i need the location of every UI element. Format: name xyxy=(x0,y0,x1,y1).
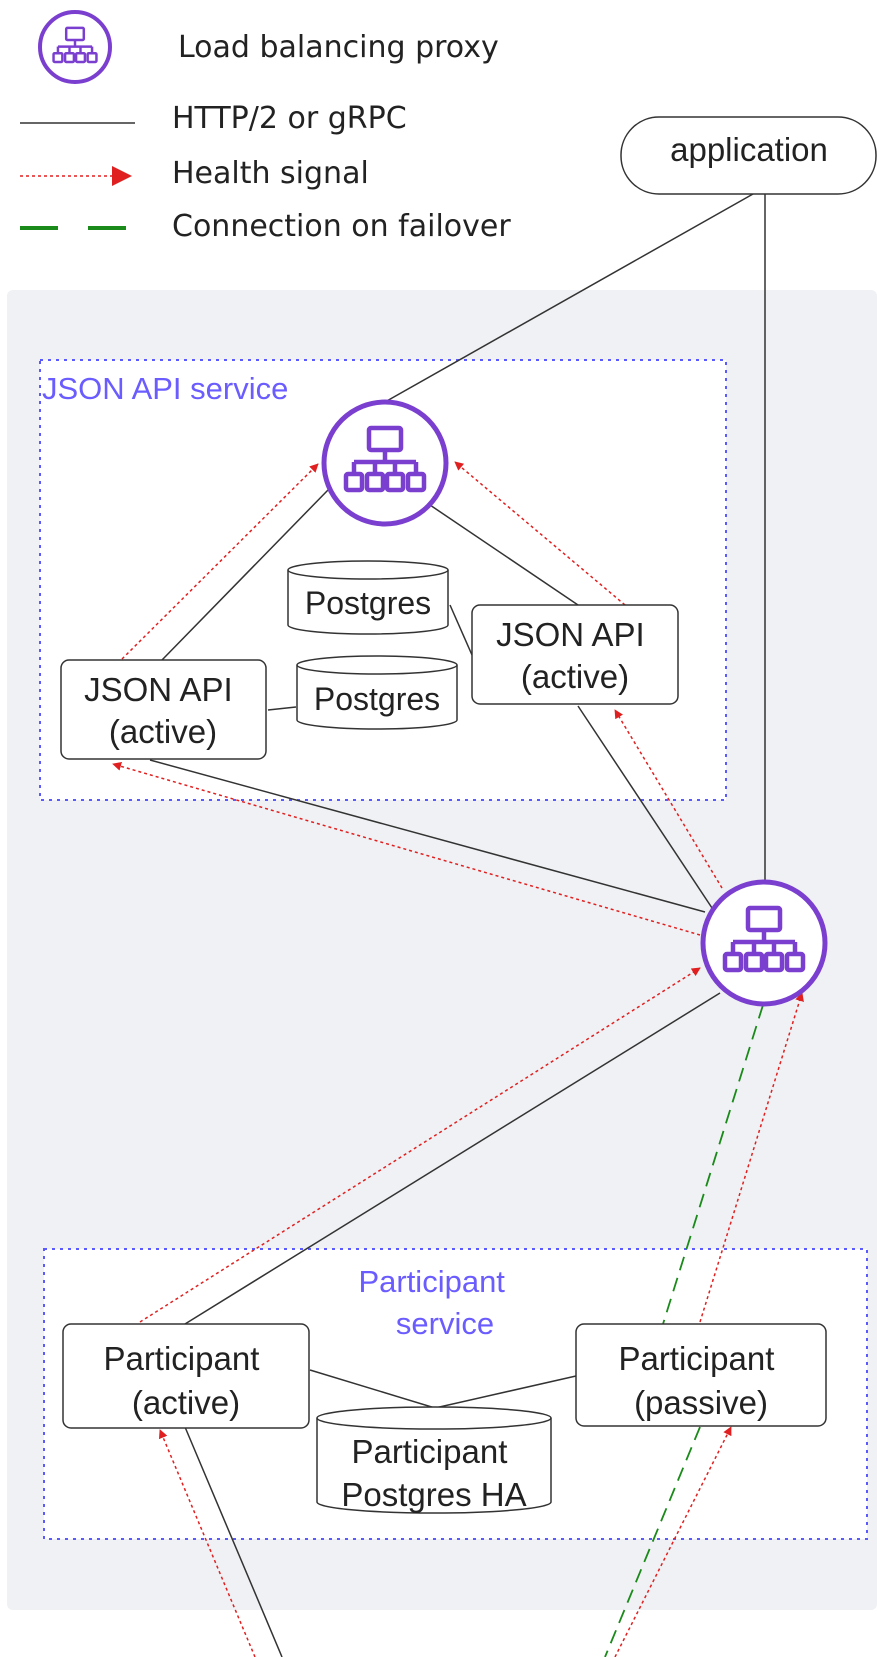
svg-text:Participant (active): Participant (active) xyxy=(103,1340,268,1421)
json-api-right-node: JSON API (active) xyxy=(471,604,679,705)
conn-participant-passive-db xyxy=(434,1375,577,1409)
postgres-bottom-db: Postgres xyxy=(296,655,458,730)
participant-proxy xyxy=(700,879,828,1007)
participant-passive-node: Participant (passive) xyxy=(575,1323,827,1427)
json-api-left-node: JSON API (active) xyxy=(60,659,267,760)
conn-external-participant-active xyxy=(184,1426,283,1657)
conn-bottom-proxy-participant xyxy=(184,992,721,1325)
json-api-service-title: JSON API service xyxy=(42,371,288,406)
failover-connections xyxy=(604,1004,764,1657)
legend: Load balancing proxy HTTP/2 or gRPC Heal… xyxy=(20,10,511,244)
svg-text:Participant Postgres HA: Participant Postgres HA xyxy=(341,1433,526,1513)
health-external-to-participant-passive xyxy=(614,1426,732,1657)
conn-top-proxy-right-jsonapi xyxy=(429,504,579,606)
conn-left-jsonapi-bottom-proxy xyxy=(149,759,706,913)
health-right-jsonapi-to-top-proxy xyxy=(454,461,626,606)
participant-postgres-ha-db: Participant Postgres HA xyxy=(316,1406,552,1514)
health-participant-active-to-bottom-proxy xyxy=(139,967,701,1323)
svg-text:Postgres: Postgres xyxy=(314,681,440,717)
application-node: application xyxy=(620,116,877,195)
conn-top-proxy-left-jsonapi xyxy=(161,489,329,661)
participant-active-node: Participant (active) xyxy=(62,1323,310,1429)
legend-failover-label: Connection on failover xyxy=(172,209,511,244)
health-bottom-proxy-to-right-jsonapi xyxy=(614,709,723,889)
health-signals xyxy=(112,461,804,1657)
application-label: application xyxy=(670,131,828,168)
legend-proxy-label: Load balancing proxy xyxy=(178,30,499,65)
conn-participant-active-db xyxy=(309,1369,436,1409)
svg-text:JSON API (active): JSON API (active) xyxy=(84,671,242,750)
conn-app-top-proxy xyxy=(384,193,754,403)
svg-text:JSON API (active): JSON API (active) xyxy=(496,616,654,695)
conn-left-jsonapi-db xyxy=(267,706,297,711)
health-external-to-participant-active xyxy=(158,1429,256,1657)
svg-text:Participant (passive): Participant (passive) xyxy=(618,1340,783,1421)
http-connections xyxy=(149,193,766,1657)
conn-right-jsonapi-bottom-proxy xyxy=(577,705,721,921)
json-api-proxy xyxy=(321,399,449,527)
conn-right-jsonapi-db xyxy=(449,604,473,656)
svg-text:Postgres: Postgres xyxy=(305,585,431,621)
proxy-legend-icon xyxy=(38,10,112,84)
postgres-top-db: Postgres xyxy=(287,560,449,635)
health-left-jsonapi-to-top-proxy xyxy=(121,463,319,660)
participant-service-title: Participant service xyxy=(358,1264,513,1341)
legend-health-label: Health signal xyxy=(172,156,369,191)
legend-http-label: HTTP/2 or gRPC xyxy=(172,101,407,136)
